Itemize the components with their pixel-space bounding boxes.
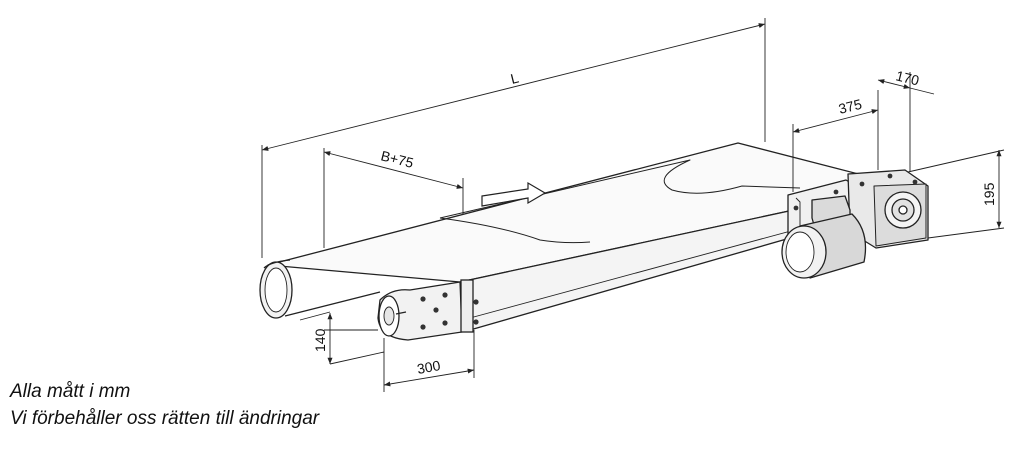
dim-line-length	[261, 23, 766, 151]
end-plate	[377, 279, 479, 341]
direction-arrow	[481, 181, 547, 207]
dimension-lines	[261, 18, 1005, 392]
dim-line-motor-depth	[877, 79, 911, 89]
dim-label-length: L	[509, 69, 521, 86]
disclaimer-note: Vi förbehåller oss rätten till ändringar	[10, 408, 320, 429]
dim-line-belt-offset	[323, 151, 464, 189]
dim-label-height-drive: 195	[981, 182, 997, 206]
dim-label-drive-offset: 375	[837, 96, 864, 117]
belt-sheet	[439, 159, 801, 219]
units-note: Alla mått i mm	[10, 381, 131, 402]
dim-label-motor-depth: 170	[894, 67, 921, 88]
drive-bolts	[793, 173, 918, 211]
conveyor-body	[267, 142, 906, 333]
tail-roller	[259, 259, 293, 319]
dim-label-tail-length: 300	[416, 357, 442, 377]
dim-label-belt-offset: B+75	[379, 147, 415, 171]
drive-unit	[781, 169, 929, 279]
dim-line-tail-length	[383, 368, 475, 387]
dim-line-drive-offset	[792, 109, 879, 133]
dim-label-height-frame: 140	[312, 328, 328, 352]
end-plate-bolts	[420, 292, 479, 330]
